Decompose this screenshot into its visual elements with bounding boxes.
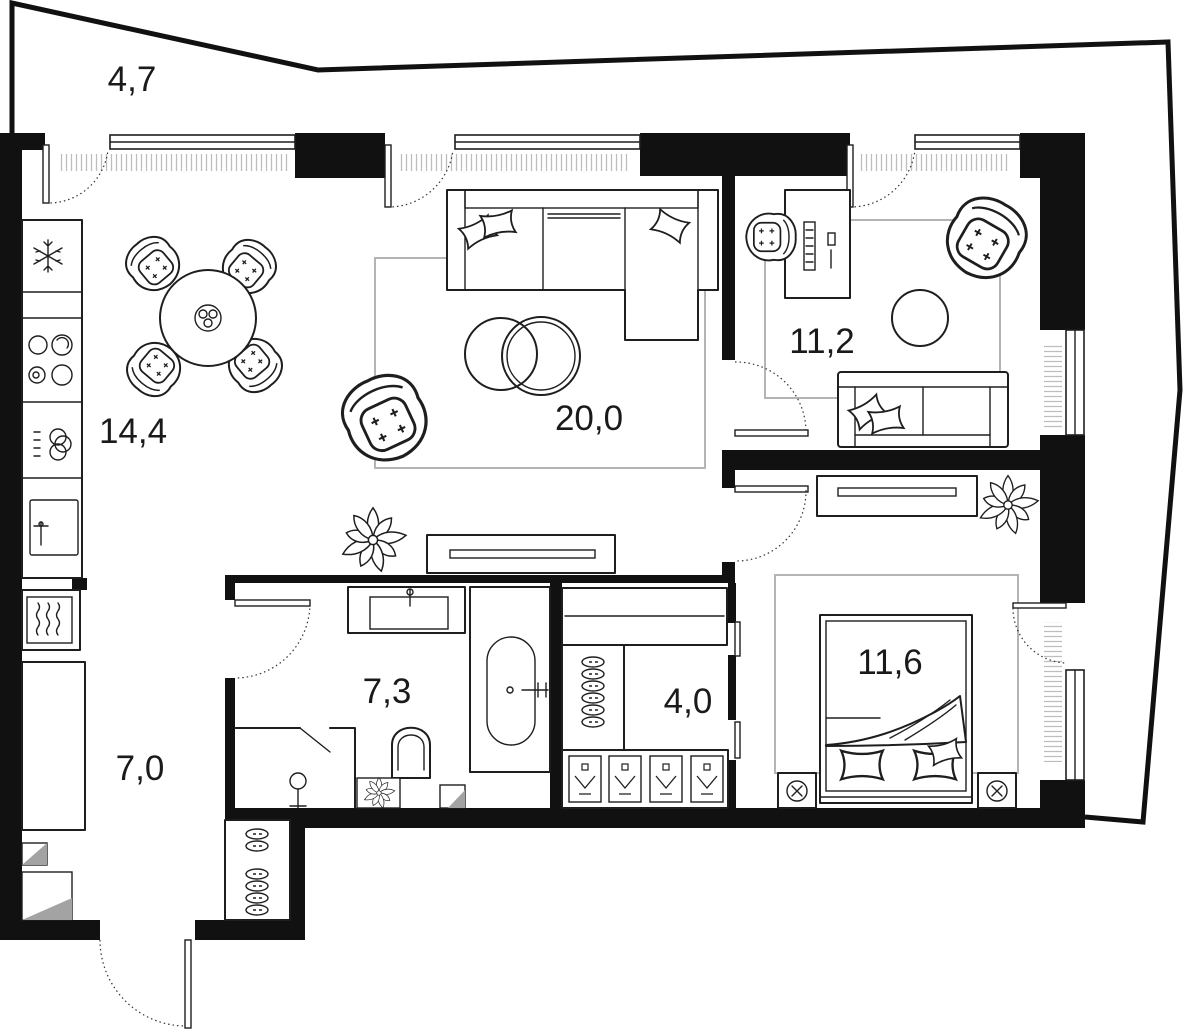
partition bbox=[722, 450, 735, 488]
exterior-wall-bottom bbox=[225, 808, 1085, 828]
shower bbox=[234, 727, 356, 809]
exterior-wall-left bbox=[0, 133, 22, 940]
shafts bbox=[21, 784, 466, 921]
hanger-icon bbox=[649, 755, 683, 803]
window bbox=[1065, 669, 1085, 781]
bathroom-area: 7,3 bbox=[363, 672, 412, 711]
vanity bbox=[347, 586, 466, 634]
hallway-wall-bottom bbox=[0, 920, 100, 940]
exterior-wall-corner bbox=[0, 133, 45, 150]
tv-stand-bedroom bbox=[816, 475, 978, 517]
bathroom-door bbox=[234, 599, 311, 679]
walls bbox=[0, 133, 1085, 940]
closet-wall bbox=[728, 583, 736, 623]
window bbox=[914, 134, 1021, 150]
partition-bath-closet bbox=[550, 583, 562, 808]
terrace-outline bbox=[9, 0, 1183, 825]
nightstand bbox=[977, 772, 1017, 809]
balcony-door-bedroom bbox=[1012, 602, 1067, 664]
toilet bbox=[391, 726, 431, 779]
hanger-icon bbox=[568, 755, 602, 803]
radiator bbox=[398, 154, 630, 171]
closet-wall bbox=[728, 655, 736, 720]
pillow bbox=[840, 749, 884, 781]
balcony-door-kitchen bbox=[42, 144, 109, 204]
radiator bbox=[858, 154, 1010, 171]
coffee-tables bbox=[464, 316, 581, 396]
area-labels: 4,7 14,4 20,0 11,2 11,6 7,3 4,0 7,0 bbox=[99, 60, 923, 788]
shaft-fill bbox=[22, 843, 47, 865]
dining-set bbox=[116, 227, 292, 406]
window bbox=[109, 134, 296, 150]
lamp-icon bbox=[991, 785, 1003, 797]
radiator bbox=[58, 154, 290, 171]
radiator bbox=[1044, 345, 1062, 430]
living-room-area: 20,0 bbox=[555, 399, 623, 438]
hanger-icon bbox=[608, 755, 642, 803]
plant-icon bbox=[339, 507, 408, 574]
doors bbox=[42, 144, 1067, 1029]
shaft-fill bbox=[448, 790, 465, 808]
oven-icon bbox=[33, 428, 72, 461]
exterior-wall-right bbox=[1040, 133, 1085, 330]
windows bbox=[109, 134, 1085, 781]
bowl-icon bbox=[194, 304, 222, 332]
hob-icon bbox=[28, 334, 73, 386]
side-table bbox=[891, 289, 949, 347]
exterior-wall-right bbox=[1040, 435, 1085, 603]
bathtub bbox=[469, 586, 551, 773]
bathroom-wall-left bbox=[225, 575, 235, 600]
kitchen-wall-stub bbox=[72, 578, 87, 590]
closet-area: 4,0 bbox=[664, 682, 713, 721]
washing-machine bbox=[21, 589, 81, 651]
bedroom-door bbox=[734, 485, 809, 562]
partition-living-study bbox=[722, 175, 735, 360]
bathroom-wall-top bbox=[225, 575, 735, 583]
sofa bbox=[446, 189, 719, 341]
partition-study-bedroom bbox=[722, 450, 1040, 470]
exterior-wall-top bbox=[295, 133, 385, 178]
study-area: 11,2 bbox=[789, 322, 855, 361]
snowflake-icon bbox=[33, 239, 63, 273]
lamp-icon bbox=[791, 785, 803, 797]
desk-chair bbox=[745, 212, 797, 262]
hallway-wall-bottom bbox=[195, 920, 305, 940]
dining-table bbox=[159, 269, 257, 367]
shoe-cabinet bbox=[224, 819, 291, 921]
window bbox=[454, 134, 641, 150]
study-sofa bbox=[837, 371, 1009, 448]
bedroom-area: 11,6 bbox=[857, 643, 923, 682]
closet-sliding-door bbox=[734, 621, 741, 759]
terrace-area: 4,7 bbox=[108, 60, 157, 99]
hallway-wall bbox=[290, 828, 305, 940]
nightstand bbox=[777, 772, 817, 809]
walk-in-closet bbox=[561, 587, 729, 809]
kitchen-dining-area: 14,4 bbox=[99, 412, 167, 451]
sink-icon bbox=[29, 499, 79, 556]
bathroom-wall-left bbox=[225, 678, 235, 828]
entrance-door bbox=[99, 939, 192, 1029]
radiator bbox=[1044, 622, 1062, 762]
window bbox=[1065, 329, 1085, 436]
wave-icon bbox=[35, 602, 61, 636]
hallway-area: 7,0 bbox=[116, 749, 165, 788]
study-armchair bbox=[932, 184, 1039, 293]
hallway-wardrobe bbox=[21, 661, 86, 831]
plant-icon bbox=[977, 474, 1040, 536]
radiators bbox=[58, 154, 1062, 762]
bed bbox=[819, 614, 973, 804]
living-armchair bbox=[330, 362, 441, 475]
closet-wall bbox=[728, 760, 736, 808]
shaft-fill bbox=[22, 898, 72, 920]
exterior-wall-top bbox=[640, 133, 850, 176]
balcony-door-living bbox=[384, 144, 454, 208]
hanger-icon bbox=[690, 755, 724, 803]
kitchen-counter bbox=[21, 219, 83, 579]
study-door bbox=[734, 361, 809, 437]
tv-stand-living bbox=[426, 534, 616, 574]
